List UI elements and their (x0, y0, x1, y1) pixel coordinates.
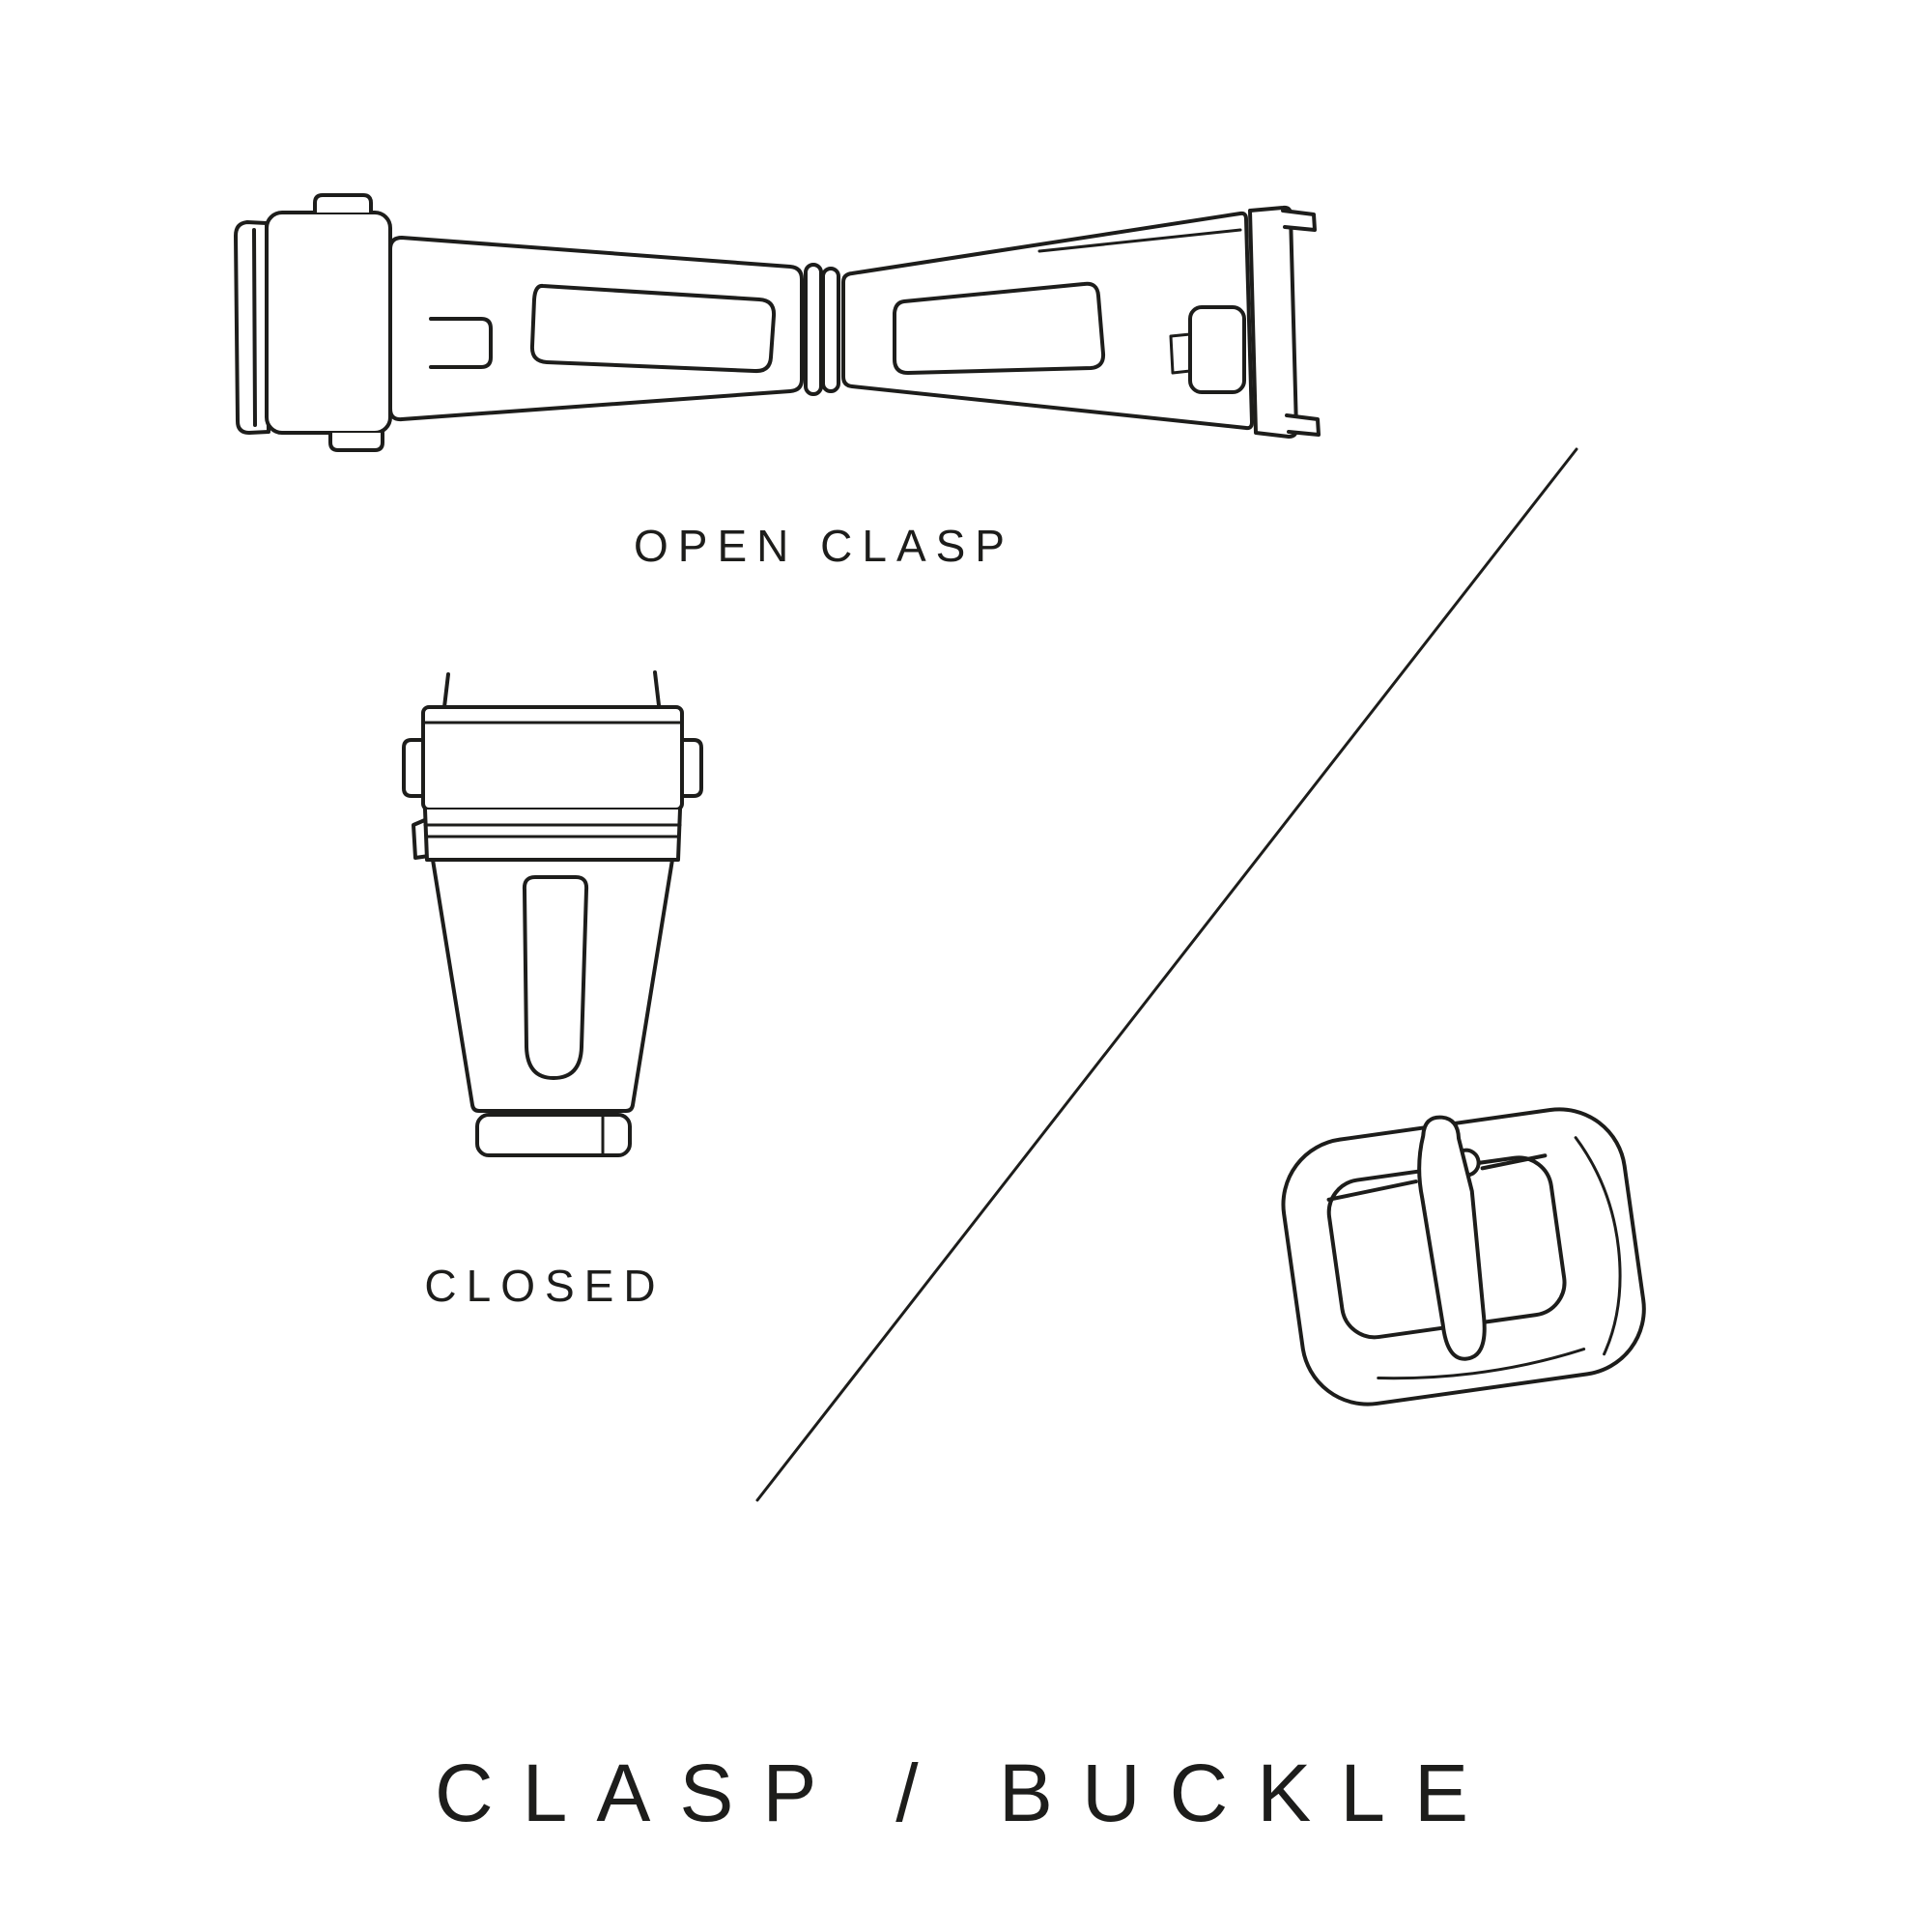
open-clasp-right-arm (841, 211, 1254, 431)
divider-line (755, 447, 1578, 1502)
diagram-title: CLASP / BUCKLE (434, 1747, 1498, 1838)
open-clasp-illustration (234, 193, 1321, 452)
open-clasp-label: OPEN CLASP (634, 521, 1014, 571)
closed-clasp-prongs (442, 670, 661, 709)
buckle-prong (1417, 1115, 1487, 1361)
buckle-illustration (1281, 1107, 1646, 1406)
closed-clasp-label: CLOSED (424, 1261, 666, 1311)
closed-clasp-bands (412, 808, 682, 862)
closed-clasp-illustration (402, 670, 703, 1157)
open-clasp-left-arm (388, 236, 804, 422)
closed-clasp-head (402, 705, 703, 811)
open-clasp-hinge (804, 263, 840, 396)
closed-clasp-body (431, 858, 674, 1113)
open-clasp-left-end (234, 193, 392, 452)
open-clasp-right-end (1248, 205, 1321, 439)
closed-clasp-foot (475, 1113, 632, 1157)
